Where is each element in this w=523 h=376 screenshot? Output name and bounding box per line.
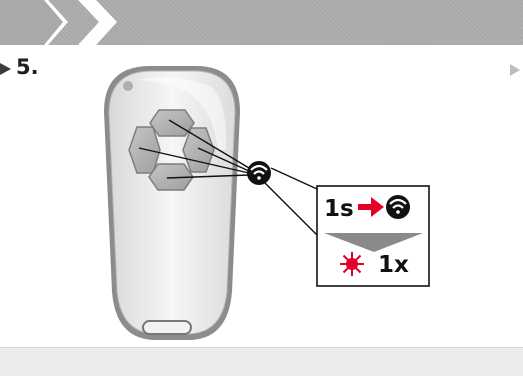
callout-lines [265,168,317,235]
radio-signal-icon [386,195,410,219]
footer-band [0,347,523,376]
keyring-slot [143,321,191,334]
radio-signal-icon [247,161,271,185]
press-duration-label: 1s [324,196,354,222]
remote-button-top [150,110,194,136]
led-flash-icon [340,252,364,276]
remote-control [104,66,240,340]
led-count-label: 1x [378,252,409,278]
status-led [123,81,133,91]
